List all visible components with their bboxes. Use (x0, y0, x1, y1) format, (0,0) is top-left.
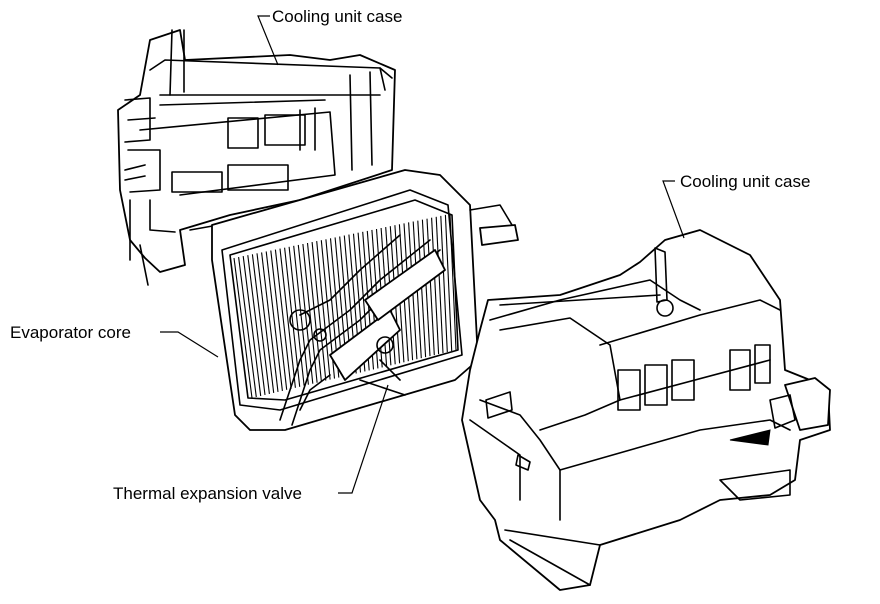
evaporator-fin (440, 215, 448, 353)
lower-cooling-unit-case (461, 229, 831, 591)
label-cooling-unit-case-right: Cooling unit case (680, 172, 811, 191)
evaporator-fin (417, 220, 427, 358)
evaporator-fin (247, 255, 266, 395)
evaporator-fin (421, 219, 431, 357)
evaporator-fin (288, 246, 305, 386)
label-cooling-unit-case-top: Cooling unit case (272, 7, 403, 26)
evaporator-fin (316, 241, 331, 380)
label-evaporator-core: Evaporator core (10, 323, 131, 342)
evaporator-fin (256, 253, 275, 393)
evaporator-fin (261, 252, 279, 392)
evaporator-fin (265, 251, 283, 391)
evaporator-fin (279, 248, 296, 388)
evaporator-fin (274, 249, 292, 389)
evaporator-fin (435, 216, 444, 354)
evaporator-fin (270, 250, 288, 390)
evaporator-fin (431, 217, 440, 355)
evaporator-fin (242, 256, 262, 397)
evaporator-fin (306, 242, 322, 382)
evaporator-fin (311, 242, 327, 381)
evaporator-fin (251, 254, 270, 394)
evaporator-fin (238, 257, 257, 398)
evaporator-fin (297, 244, 314, 384)
evaporator-fin (444, 214, 453, 352)
label-thermal-expansion-valve: Thermal expansion valve (113, 484, 302, 503)
evaporator-core (211, 169, 519, 431)
evaporator-fin (233, 257, 253, 399)
leader-lines (160, 15, 685, 494)
evaporator-fin (449, 213, 457, 351)
evaporator-fin (284, 247, 301, 387)
upper-cooling-unit-case (117, 29, 396, 286)
